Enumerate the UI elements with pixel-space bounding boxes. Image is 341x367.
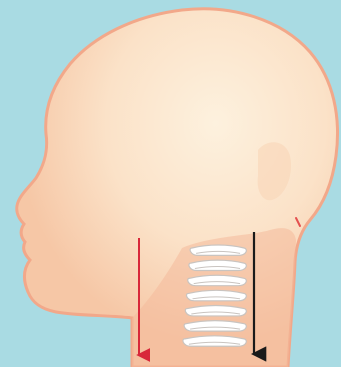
vertebra (190, 245, 246, 255)
vertebra (184, 321, 246, 331)
vertebra (183, 336, 246, 346)
vertebra (189, 260, 246, 270)
vertebra (187, 290, 247, 300)
vertebra (188, 275, 247, 285)
vertebra (185, 306, 246, 316)
